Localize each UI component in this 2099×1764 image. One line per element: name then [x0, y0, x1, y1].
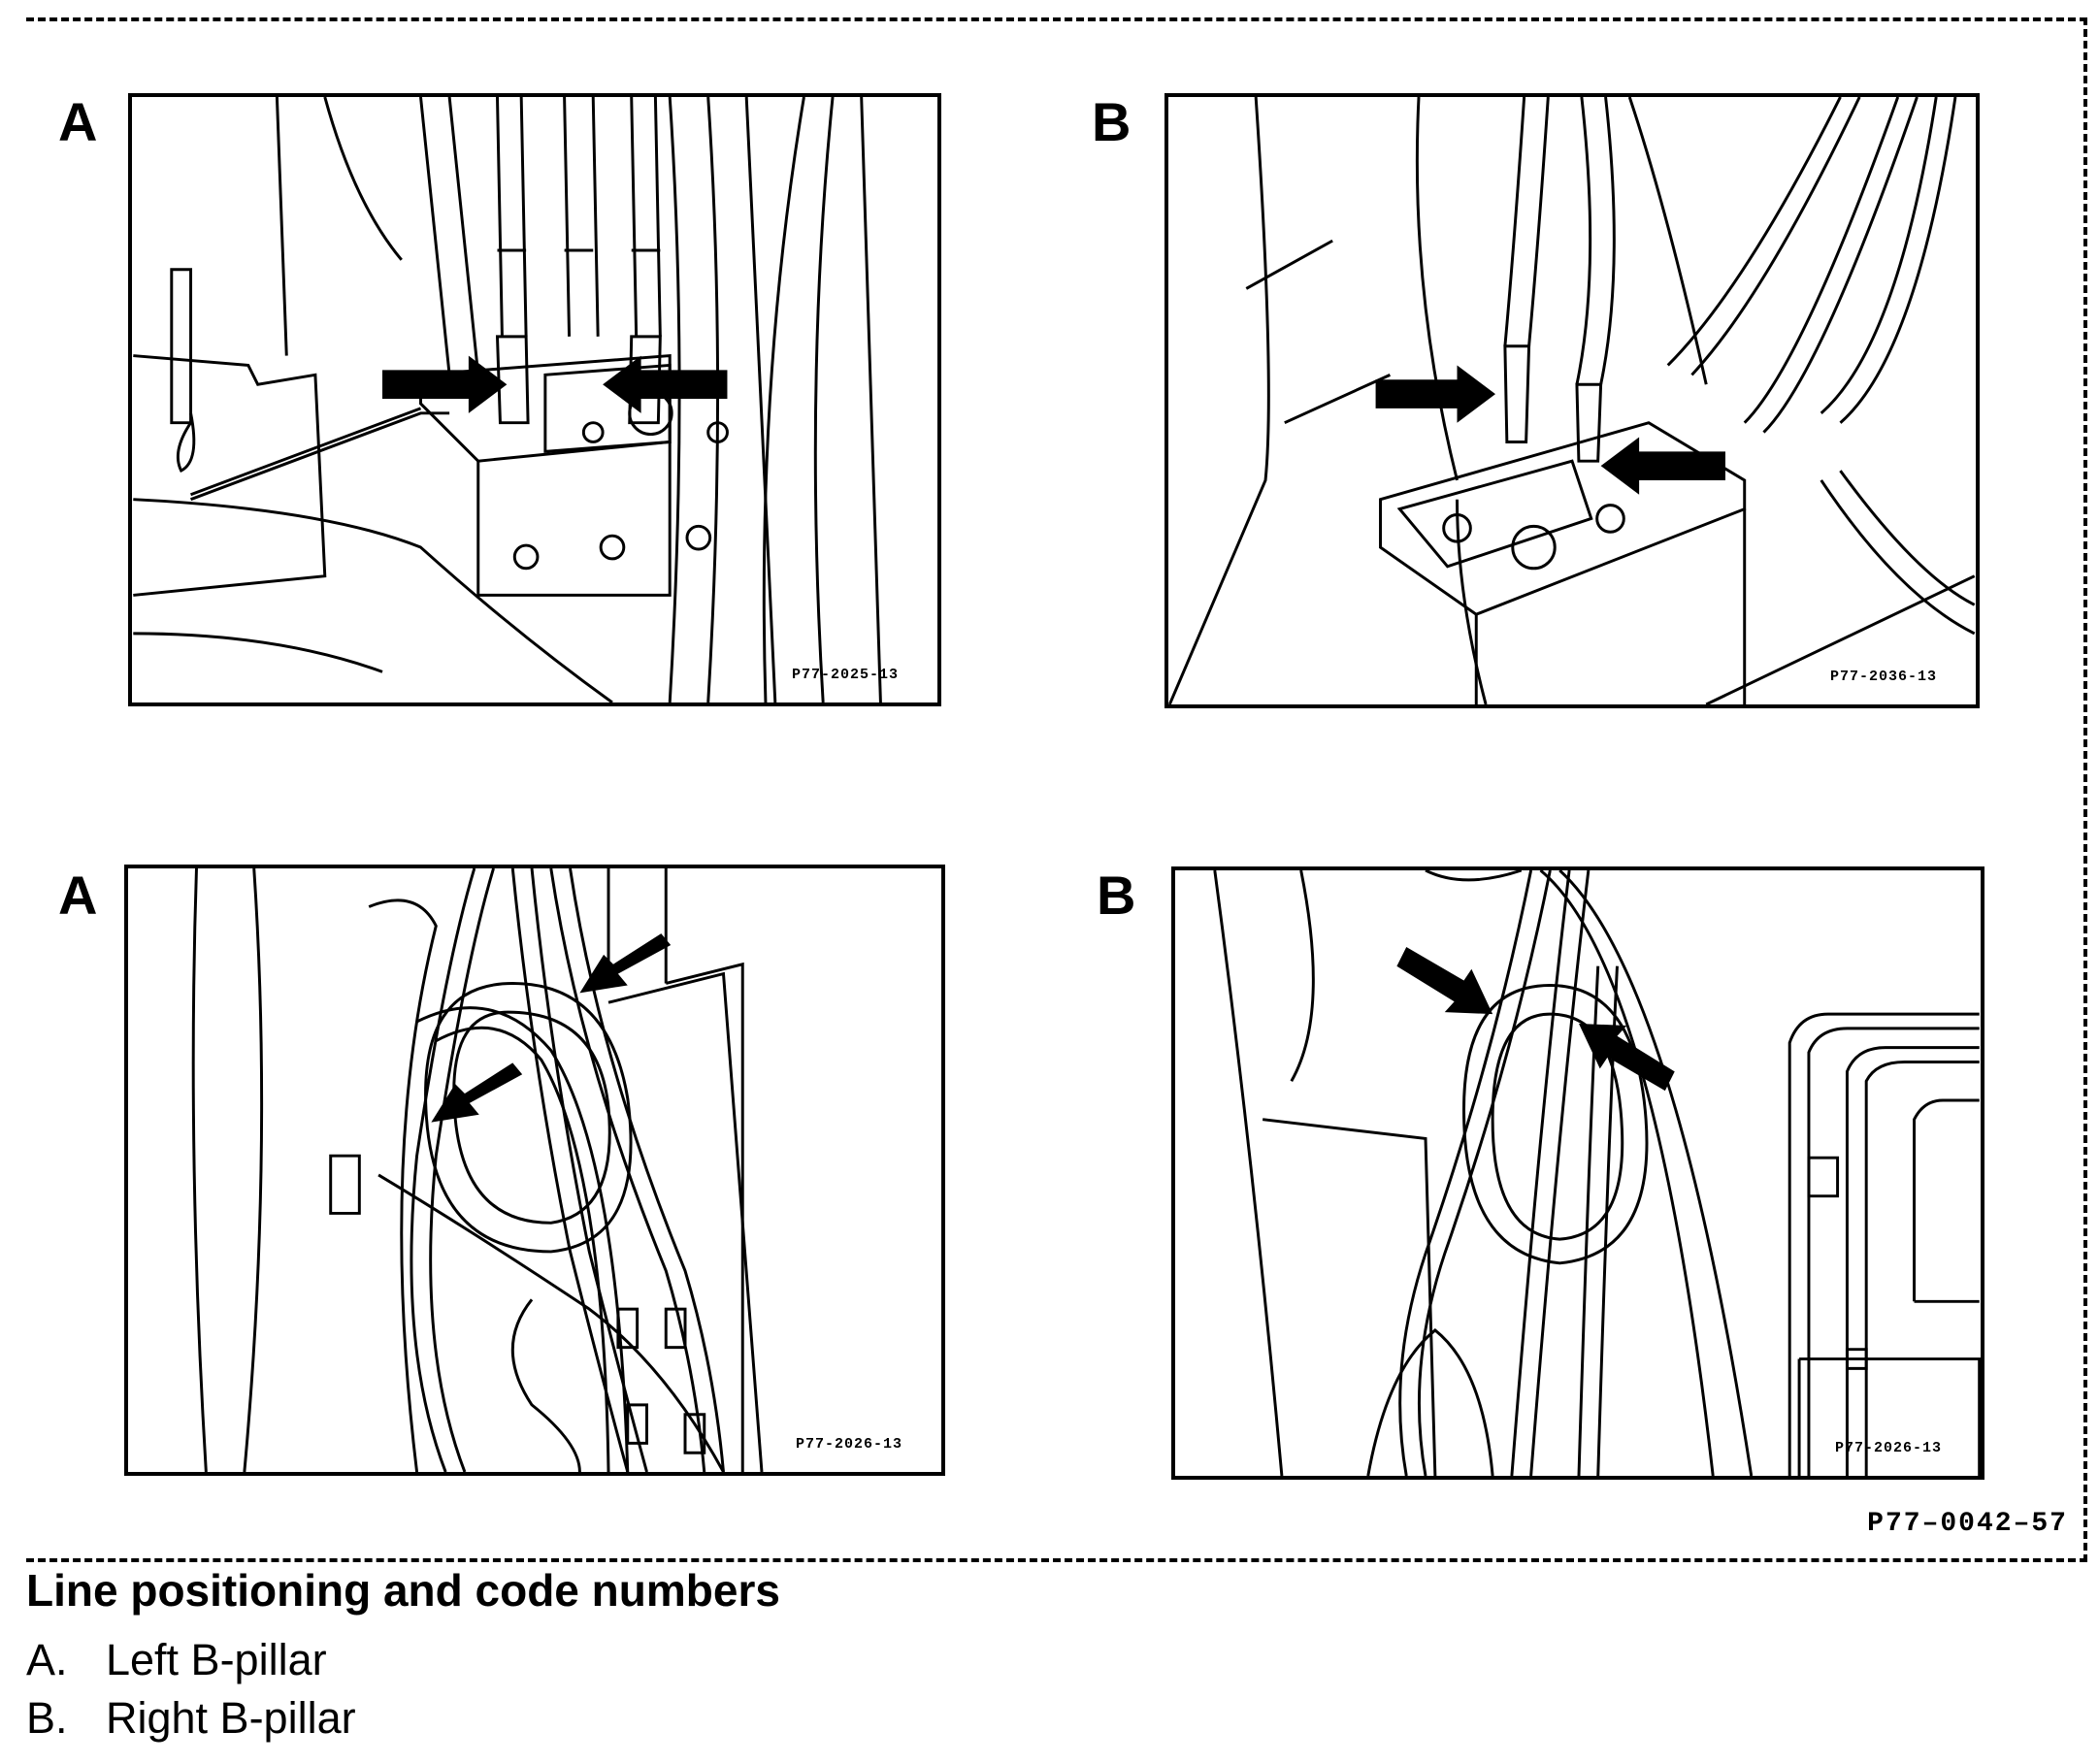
figure-code: P77–0042–57 [1867, 1509, 2068, 1539]
sub-figure-code: P77-2025-13 [791, 667, 899, 683]
sub-figure-code: P77-2036-13 [1829, 669, 1937, 685]
figure-frame [26, 17, 2087, 1562]
illustration-left-pillar-connector: P77-2025-13 [128, 93, 941, 706]
arrow-down-right-icon [1396, 946, 1493, 1015]
arrow-right-icon [1375, 365, 1496, 423]
line-drawing [1213, 870, 1981, 1476]
legend-item: A. Left B-pillar [26, 1635, 327, 1685]
sub-figure-code: P77-2026-13 [795, 1436, 902, 1453]
arrow-down-left-icon [431, 1062, 523, 1123]
illustration-right-pillar-connector: P77-2036-13 [1164, 93, 1980, 708]
panel-letter-top-right: B [1092, 91, 1131, 152]
arrow-left-icon [1600, 437, 1725, 495]
sub-figure-code: P77-2026-13 [1834, 1440, 1942, 1456]
legend-key: B. [26, 1693, 68, 1743]
arrows [1396, 946, 1675, 1092]
arrows [382, 355, 728, 413]
line-drawing [133, 97, 882, 702]
arrow-left-icon [603, 355, 728, 413]
panel-letter-bottom-right: B [1097, 865, 1136, 926]
illustration-right-pillar-routing: P77-2026-13 [1171, 866, 1984, 1480]
panel-letter-top-left: A [58, 91, 98, 152]
arrow-up-left-icon [1578, 1023, 1675, 1092]
legend-item: B. Right B-pillar [26, 1693, 356, 1744]
line-drawing [1168, 97, 1976, 704]
line-drawing [191, 868, 764, 1472]
arrow-right-icon [382, 355, 508, 413]
legend-text: Right B-pillar [106, 1693, 356, 1743]
caption-title: Line positioning and code numbers [26, 1565, 780, 1616]
arrow-down-left-icon [579, 933, 672, 994]
legend-key: A. [26, 1635, 68, 1684]
arrows [431, 933, 672, 1123]
illustration-left-pillar-routing: P77-2026-13 [124, 865, 945, 1476]
arrows [1375, 365, 1725, 495]
legend-text: Left B-pillar [106, 1635, 327, 1684]
panel-letter-bottom-left: A [58, 865, 98, 926]
